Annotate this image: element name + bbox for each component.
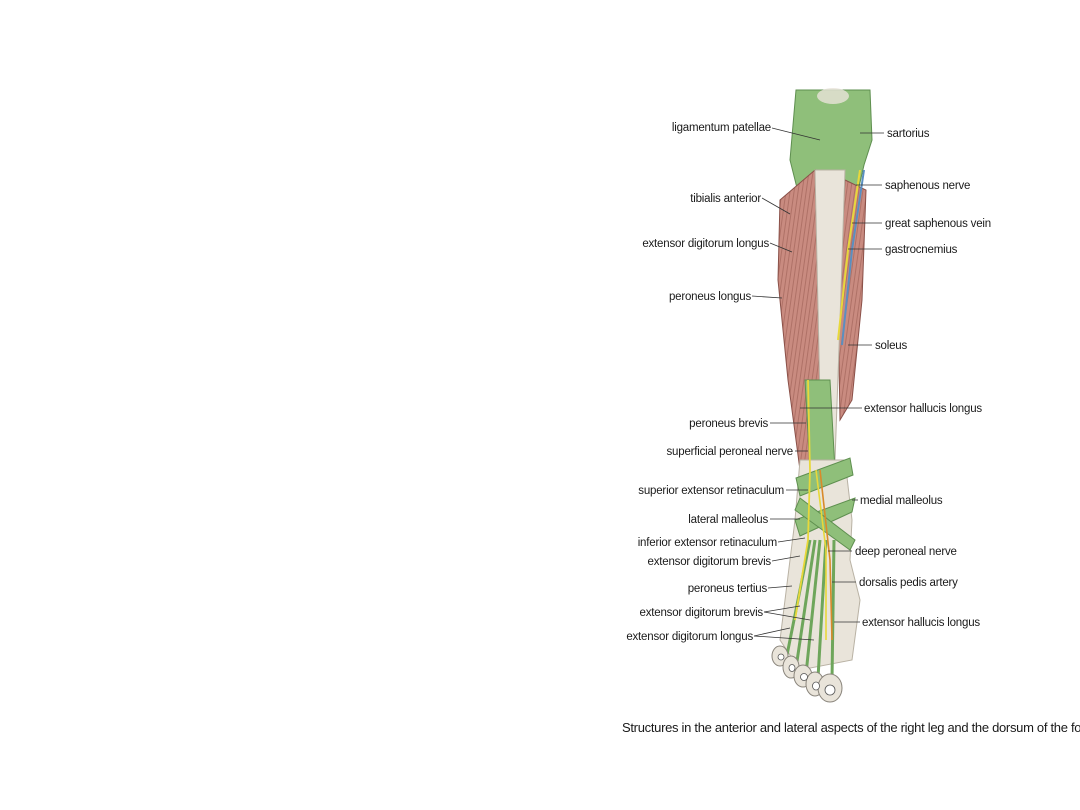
label-extensor-digitorum-brevis-2: extensor digitorum brevis — [640, 607, 764, 619]
label-extensor-hallucis-longus: extensor hallucis longus — [864, 403, 982, 415]
label-soleus: soleus — [875, 340, 907, 352]
label-saphenous-nerve: saphenous nerve — [885, 180, 970, 192]
label-extensor-hallucis-longus-2: extensor hallucis longus — [862, 617, 980, 629]
label-medial-malleolus: medial malleolus — [860, 495, 943, 507]
label-ligamentum-patellae: ligamentum patellae — [672, 122, 771, 134]
label-sartorius: sartorius — [887, 128, 930, 140]
label-tibialis-anterior: tibialis anterior — [690, 193, 761, 205]
dorsalis-pedis-artery-line — [819, 469, 833, 641]
patella — [817, 88, 849, 104]
label-superior-extensor-retinaculum: superior extensor retinaculum — [638, 485, 784, 497]
label-lateral-malleolus: lateral malleolus — [688, 514, 768, 526]
figure-caption: Structures in the anterior and lateral a… — [622, 720, 1080, 735]
label-dorsalis-pedis-artery: dorsalis pedis artery — [859, 577, 958, 589]
label-extensor-digitorum-longus: extensor digitorum longus — [642, 238, 769, 250]
leg-illustration — [771, 88, 873, 703]
toenails — [777, 653, 836, 696]
label-peroneus-brevis: peroneus brevis — [689, 418, 768, 430]
saphenous-nerve-line — [837, 169, 861, 341]
label-inferior-extensor-retinaculum: inferior extensor retinaculum — [638, 537, 777, 549]
superficial-peroneal-nerve-line — [794, 379, 811, 621]
knee-region — [789, 89, 873, 201]
label-extensor-digitorum-brevis: extensor digitorum brevis — [648, 556, 772, 568]
label-gastrocnemius: gastrocnemius — [885, 244, 958, 256]
inferior-retinaculum-cross — [794, 497, 856, 551]
label-extensor-digitorum-longus-2: extensor digitorum longus — [626, 631, 753, 643]
great-saphenous-vein-line — [841, 169, 865, 346]
labels: ligamentum patellae sartorius saphenous … — [626, 122, 991, 643]
label-peroneus-longus: peroneus longus — [669, 291, 751, 303]
label-superficial-peroneal-nerve: superficial peroneal nerve — [667, 446, 794, 458]
deep-peroneal-nerve-line — [815, 469, 827, 640]
label-great-saphenous-vein: great saphenous vein — [885, 218, 991, 230]
leader-lines — [751, 127, 884, 641]
label-peroneus-tertius: peroneus tertius — [688, 583, 768, 595]
label-deep-peroneal-nerve: deep peroneal nerve — [855, 546, 957, 558]
